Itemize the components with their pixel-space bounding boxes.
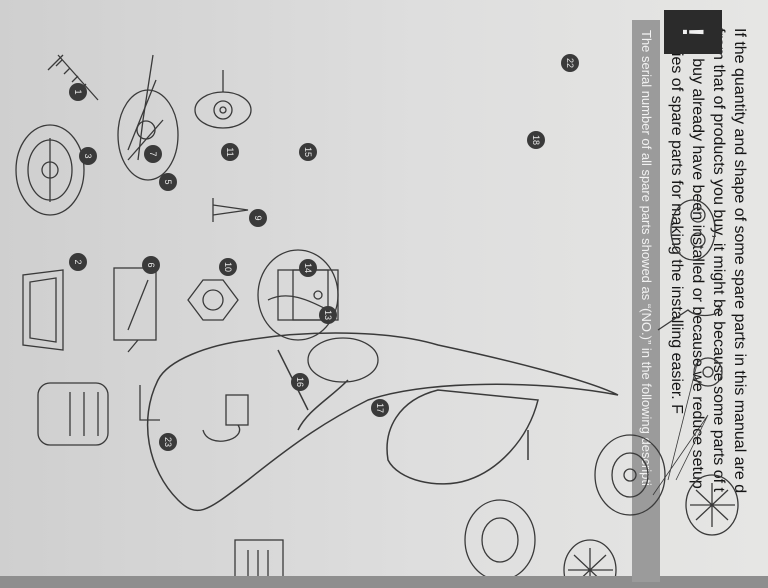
- part-number-label: 18: [531, 135, 541, 145]
- tire-part: [594, 434, 666, 516]
- part-number-badge: 11: [221, 143, 239, 161]
- motor-part: [670, 199, 716, 261]
- part-number-label: 22: [565, 58, 575, 68]
- part-number-badge: 23: [159, 433, 177, 451]
- hook-part: [307, 337, 379, 383]
- front-axle-part: [194, 70, 252, 129]
- rim-part: [685, 474, 739, 536]
- part-number-label: 16: [295, 377, 305, 387]
- steering-wheel-part: [15, 124, 85, 216]
- part-number-badge: 22: [561, 54, 579, 72]
- glue-tube-part: [257, 249, 339, 341]
- wheel-hub-part: [117, 89, 179, 181]
- part-number-label: 10: [223, 262, 233, 272]
- part-number-label: 23: [163, 437, 173, 447]
- part-number-label: 11: [225, 147, 235, 156]
- cable-part: [267, 295, 329, 311]
- part-number-label: 3: [83, 153, 93, 158]
- bolt-part: [212, 198, 249, 222]
- seat-part: [37, 382, 109, 446]
- wrench-part: [139, 385, 160, 421]
- callout-bubbles: 1 5 9 13 16: [69, 54, 579, 451]
- part-number-badge: 13: [319, 306, 337, 324]
- part-number-label: 5: [163, 179, 173, 184]
- nut-part: [187, 279, 239, 321]
- part-number-label: 17: [375, 403, 385, 413]
- screw-part: [47, 54, 99, 101]
- part-number-badge: 6: [142, 256, 160, 274]
- part-number-badge: 10: [219, 258, 237, 276]
- battery-part: [113, 267, 157, 353]
- part-number-label: 14: [303, 263, 313, 273]
- part-number-badge: 14: [299, 259, 317, 277]
- part-number-badge: 18: [527, 131, 545, 149]
- part-number-label: 6: [146, 262, 156, 267]
- parts-diagram: 1 5 9 13 16: [15, 54, 739, 576]
- part-number-label: 9: [253, 215, 263, 220]
- part-number-badge: 9: [249, 209, 267, 227]
- tire-part: [464, 499, 536, 576]
- part-number-label: 13: [323, 310, 333, 320]
- part-number-badge: 5: [159, 173, 177, 191]
- car-body-illustration: [146, 332, 619, 511]
- part-number-badge: 15: [299, 143, 317, 161]
- wiper-part: [657, 304, 721, 331]
- part-number-label: 2: [73, 259, 83, 264]
- part-number-badge: 3: [79, 147, 97, 165]
- part-number-badge: 2: [69, 253, 87, 271]
- part-number-badge: 1: [69, 83, 87, 101]
- part-number-badge: 17: [371, 399, 389, 417]
- manual-booklet-part: [234, 539, 284, 576]
- part-number-label: 7: [148, 151, 158, 156]
- charger-part: [202, 394, 249, 442]
- part-number-label: 1: [73, 89, 83, 94]
- rim-part: [563, 539, 617, 576]
- part-number-badge: 16: [291, 373, 309, 391]
- part-number-label: 15: [303, 147, 313, 157]
- rear-bar-part: [127, 54, 157, 161]
- windshield-part: [22, 269, 64, 351]
- part-number-badge: 7: [144, 145, 162, 163]
- washer-part: [693, 357, 723, 387]
